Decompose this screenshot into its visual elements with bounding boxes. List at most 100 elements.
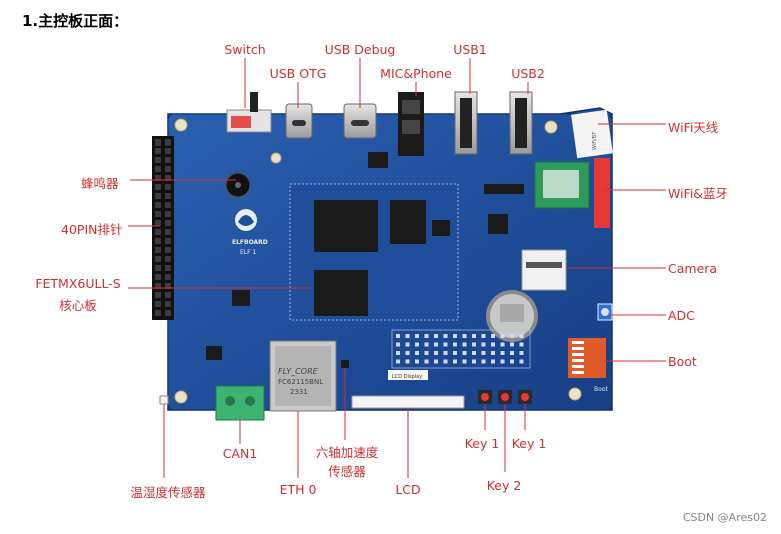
watermark: CSDN @Ares02	[682, 511, 767, 524]
header-pin	[165, 265, 171, 271]
label-wifi-antenna: WiFi天线	[668, 120, 719, 135]
jumper-pad	[424, 359, 429, 364]
jumper-pad	[510, 334, 514, 338]
jumper-pad	[453, 351, 457, 355]
header-pin	[155, 265, 161, 271]
boot-silk: Boot	[594, 386, 608, 393]
jumper-pad	[472, 334, 476, 338]
header-pin	[155, 283, 161, 289]
label-accel-line2: 传感器	[328, 464, 366, 479]
jumper-pad	[443, 342, 448, 347]
jumper-pad	[519, 342, 524, 347]
header-pin	[155, 175, 161, 181]
jumper-pad	[500, 334, 505, 338]
jumper-pad	[453, 334, 457, 338]
header-pin	[155, 310, 161, 316]
jumper-pad	[415, 342, 419, 347]
header-pin	[165, 220, 171, 226]
header-pin	[165, 292, 171, 298]
jumper-pad	[443, 351, 448, 355]
jumper-pad	[500, 342, 505, 347]
label-lcd: LCD	[395, 482, 421, 497]
jumper-pad	[434, 334, 438, 338]
jumper-pad	[491, 359, 495, 364]
label-boot: Boot	[668, 354, 697, 369]
header-pin	[155, 184, 161, 190]
header-pin	[155, 301, 161, 307]
jumper-pad	[434, 342, 438, 347]
jumper-pad	[491, 334, 495, 338]
jumper-pad	[481, 351, 486, 355]
leader-lines	[128, 58, 666, 478]
label-wifi-bt: WiFi&蓝牙	[668, 186, 729, 201]
label-core-line2: 核心板	[59, 298, 97, 313]
label-camera: Camera	[668, 261, 718, 276]
ethernet-jack	[269, 340, 337, 412]
header-pin	[155, 202, 161, 208]
header-pin	[165, 256, 171, 262]
label-key2: Key 2	[486, 478, 522, 493]
jumper-pad	[453, 359, 457, 364]
header-pin	[165, 193, 171, 199]
header-pin	[155, 247, 161, 253]
header-pin	[165, 301, 171, 307]
lcd-silk: LCD Display	[392, 374, 422, 380]
label-temp-sensor: 温湿度传感器	[130, 485, 206, 500]
header-pin	[165, 247, 171, 253]
jumper-pad	[405, 359, 410, 364]
label-key1-left: Key 1	[464, 436, 500, 451]
jumper-pad	[396, 334, 400, 338]
header-pin	[155, 229, 161, 235]
jumper-pad	[405, 342, 410, 347]
jumper-pad	[500, 359, 505, 364]
label-usb-debug: USB Debug	[324, 42, 396, 57]
header-pin	[155, 148, 161, 154]
jumper-pad	[443, 334, 448, 338]
header-pin	[165, 211, 171, 217]
jumper-pad	[443, 359, 448, 364]
jumper-pad	[510, 359, 514, 364]
label-buzzer: 蜂鸣器	[81, 176, 119, 191]
label-core-line1: FETMX6ULL-S	[35, 276, 121, 291]
jumper-pad	[491, 351, 495, 355]
wifi-ant-silk: WiFi/BT	[592, 131, 598, 150]
header-pin	[155, 238, 161, 244]
jumper-pad	[519, 334, 524, 338]
header-pin	[155, 211, 161, 217]
jumper-pad	[472, 342, 476, 347]
header-pin	[165, 238, 171, 244]
header-pin	[165, 310, 171, 316]
jumper-pad	[415, 334, 419, 338]
label-eth0: ETH 0	[279, 482, 317, 497]
jumper-pad	[519, 351, 524, 355]
header-pin	[165, 184, 171, 190]
label-key1-right: Key 1	[511, 436, 547, 451]
header-pin	[165, 157, 171, 163]
jumper-pad	[519, 359, 524, 364]
header-pin	[155, 292, 161, 298]
jumper-pad	[424, 342, 429, 347]
elf-brand: ELFBOARD	[232, 239, 268, 246]
eth-code: 2331	[290, 388, 308, 396]
jumper-pad	[481, 359, 486, 364]
core-module	[289, 183, 459, 321]
jumper-pad	[462, 351, 467, 355]
jumper-pad	[472, 359, 476, 364]
header-pin	[165, 139, 171, 145]
jumper-pad	[434, 351, 438, 355]
jumper-pad	[481, 334, 486, 338]
elf-logo	[235, 209, 257, 231]
label-mic-phone: MIC&Phone	[380, 66, 452, 81]
jumper-pad	[472, 351, 476, 355]
jumper-pad	[396, 342, 400, 347]
header-pin	[165, 283, 171, 289]
jumper-pad	[396, 351, 400, 355]
label-can1: CAN1	[222, 446, 258, 461]
jumper-pad	[405, 334, 410, 338]
header-pin	[155, 256, 161, 262]
eth-part: FC62115BNL	[278, 378, 323, 386]
header-pin	[165, 229, 171, 235]
dip-switch	[572, 341, 584, 344]
jumper-pad	[415, 359, 419, 364]
jumper-pad	[415, 351, 419, 355]
